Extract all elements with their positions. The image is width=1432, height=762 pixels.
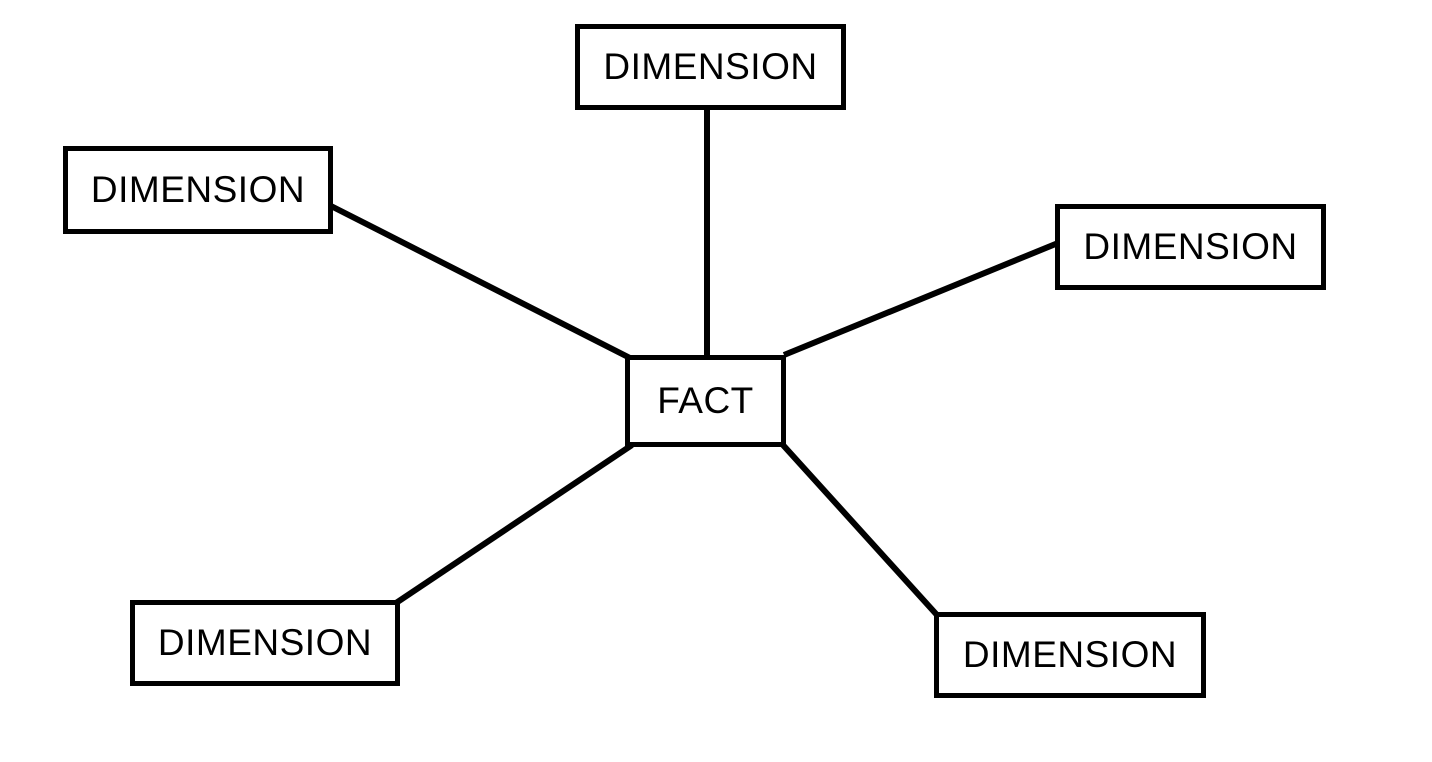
connector-line-fact-right [782,240,1060,358]
dimension-node-label: DIMENSION [90,169,306,210]
connector-line-fact-upper-left [329,203,632,361]
dimension-node-top: DIMENSION [575,24,846,110]
fact-node-label: FACT [657,380,754,421]
dimension-node-label: DIMENSION [157,622,373,663]
dimension-node-right: DIMENSION [1055,204,1326,290]
dimension-node-upper-left: DIMENSION [63,146,333,234]
dimension-node-label: DIMENSION [603,46,818,87]
connector-line-fact-bottom-right [780,442,940,618]
dimension-node-bottom-left: DIMENSION [130,600,400,686]
fact-node: FACT [625,355,786,447]
dimension-node-label: DIMENSION [1083,226,1298,267]
dimension-node-bottom-right: DIMENSION [934,612,1206,698]
connector-line-fact-bottom-left [394,442,634,606]
dimension-node-label: DIMENSION [962,634,1178,675]
